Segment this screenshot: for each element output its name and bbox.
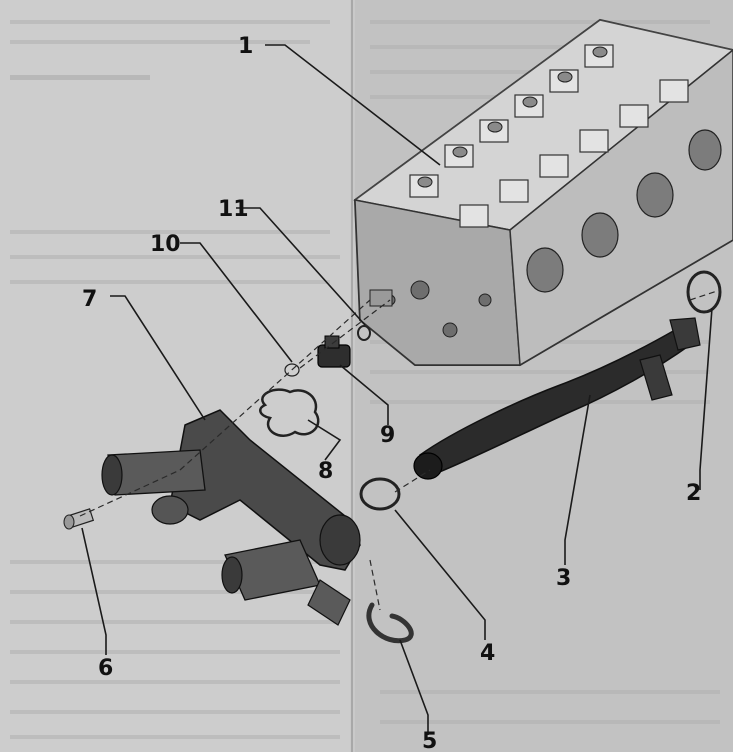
- leader-lines: [81, 44, 713, 735]
- callout-9: 9: [380, 423, 395, 448]
- callout-10: 10: [150, 232, 181, 257]
- o-ring-2-icon: [686, 270, 722, 314]
- gasket-8-icon: [259, 388, 320, 437]
- o-ring-4-icon: [359, 477, 401, 511]
- callout-6: 6: [98, 656, 113, 681]
- thermostat-housing-icon: [101, 409, 361, 626]
- callout-4: 4: [480, 641, 495, 666]
- sensor-9-icon: [317, 335, 351, 368]
- callout-11: 11: [218, 197, 249, 222]
- assembly-axis-lines: [79, 289, 721, 611]
- coolant-hose-icon: [413, 317, 701, 480]
- seal-11-icon: [357, 325, 371, 341]
- retaining-clip-icon: [366, 602, 414, 644]
- callout-3: 3: [556, 566, 571, 591]
- callout-7: 7: [82, 287, 97, 312]
- callout-2: 2: [686, 481, 701, 506]
- callout-8: 8: [318, 459, 333, 484]
- callout-labels: 1 2 3 4 5 6 7 8 9 10 11: [82, 34, 701, 752]
- callout-1: 1: [238, 34, 253, 59]
- cylinder-head-icon: [353, 18, 733, 367]
- callout-5: 5: [422, 729, 437, 752]
- bolt-6-icon: [63, 508, 95, 530]
